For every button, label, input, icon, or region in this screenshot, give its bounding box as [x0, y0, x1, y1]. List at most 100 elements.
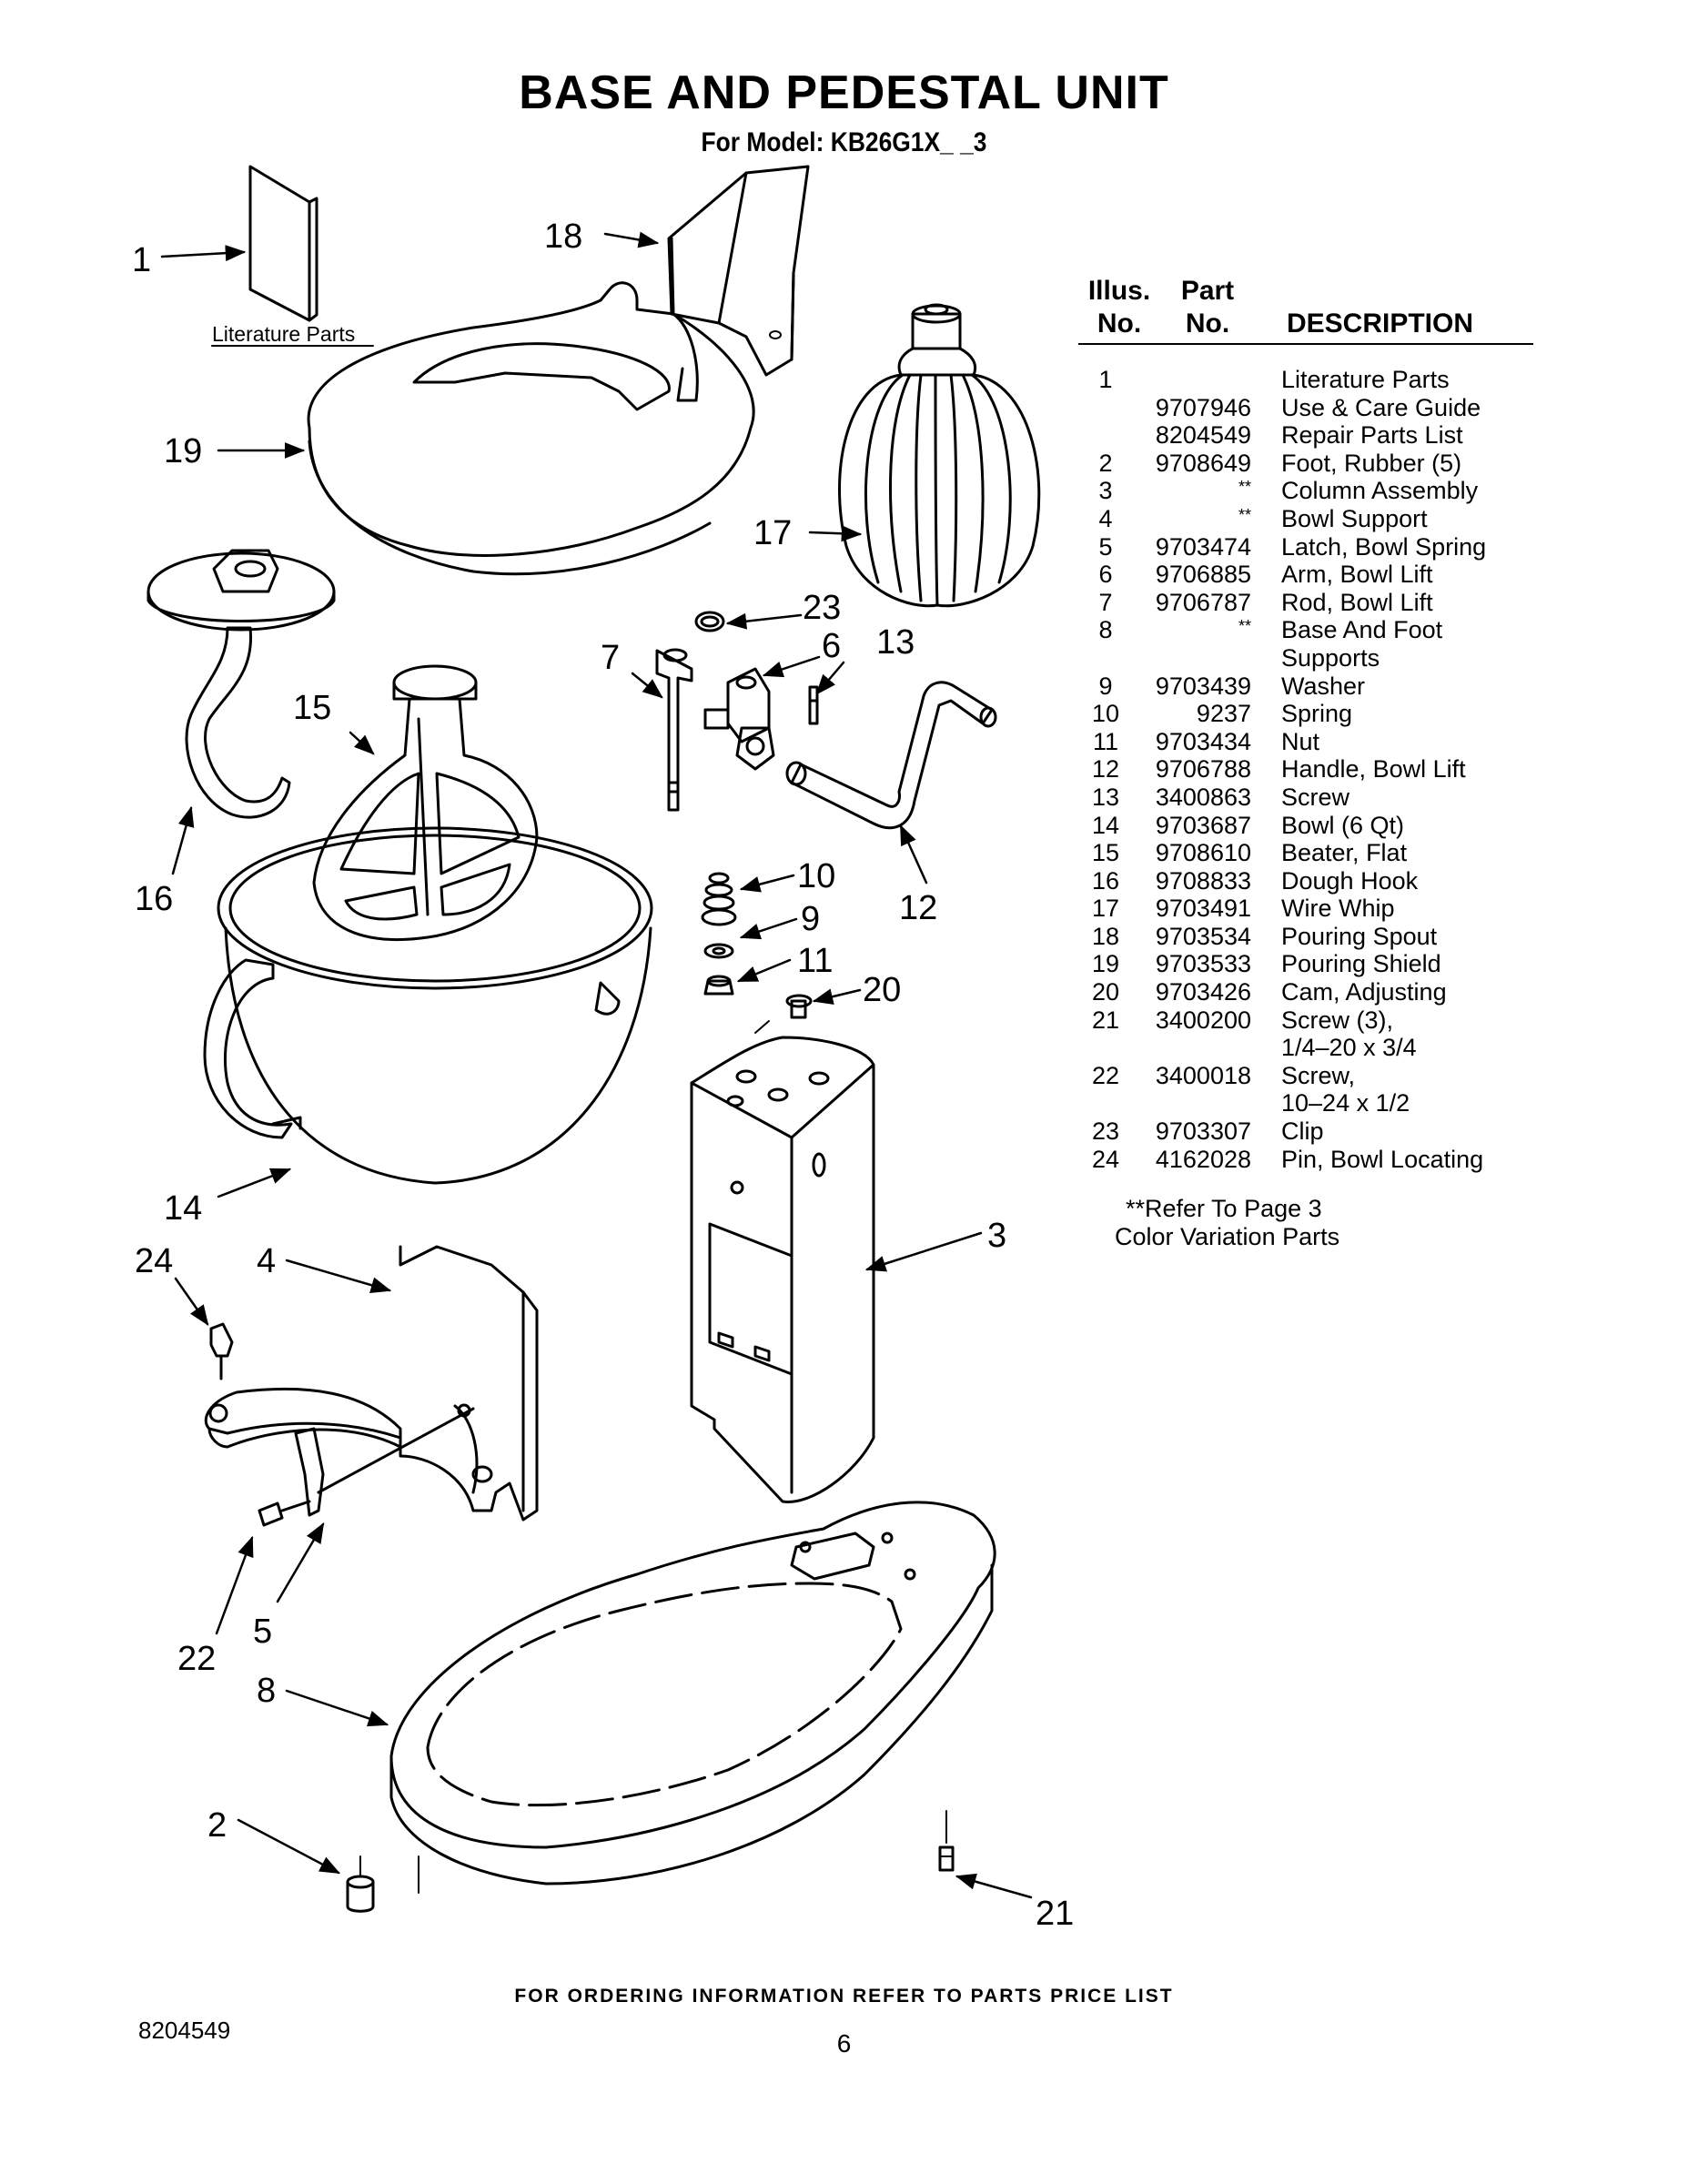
description-cell: Bowl Support: [1281, 504, 1428, 532]
table-row: 10–24 x 1/2: [1078, 1089, 1533, 1117]
illus-no-cell: 13: [1091, 783, 1120, 811]
callout-14: 14: [164, 1189, 202, 1228]
part-no-cell: 9703534: [1155, 922, 1251, 950]
illus-no-cell: 3: [1098, 477, 1113, 505]
bowl-lift-arm-drawing: [703, 667, 775, 771]
part-no-cell: 4162028: [1155, 1145, 1251, 1173]
table-row: 21 3400200 Screw (3),: [1078, 1006, 1533, 1035]
part-no-cell: 9703687: [1155, 811, 1251, 839]
callout-4: 4: [257, 1242, 276, 1280]
callout-23: 23: [803, 589, 841, 627]
description-cell: Screw (3),: [1281, 1006, 1394, 1034]
part-no-cell: 3400200: [1155, 1006, 1251, 1034]
callout-22: 22: [177, 1640, 216, 1678]
description-cell: Arm, Bowl Lift: [1281, 561, 1433, 589]
base-drawing: [389, 1501, 996, 1886]
description-cell: Base And Foot: [1281, 616, 1443, 644]
part-no-cell: **: [1238, 478, 1251, 497]
illus-no-cell: 18: [1091, 922, 1120, 950]
description-cell: Clip: [1281, 1117, 1324, 1146]
pouring-shield-drawing: [307, 281, 755, 576]
part-no-cell: 9706787: [1155, 588, 1251, 616]
bowl-drawing: [203, 826, 653, 1185]
part-no-cell: 9707946: [1155, 393, 1251, 421]
description-cell: Screw,: [1281, 1061, 1356, 1089]
part-no-cell: 9237: [1196, 700, 1251, 728]
description-cell: Washer: [1281, 672, 1366, 700]
column-assembly-drawing: [690, 1036, 875, 1503]
table-row: 8**Base And Foot: [1078, 616, 1533, 644]
color-variation-footnote: **Refer To Page 3 Color Variation Parts: [1115, 1195, 1340, 1250]
part-no-cell: 9703533: [1155, 950, 1251, 978]
header-part-no: Part No.: [1180, 276, 1235, 339]
illus-no-cell: 2: [1098, 449, 1113, 477]
part-no-cell: 9706885: [1155, 561, 1251, 589]
illus-no-cell: 24: [1091, 1145, 1120, 1173]
callout-numbers: 1 18 19 17 23 7 6 13 15 16 12 10 9 11 20…: [132, 217, 1074, 1933]
callout-13: 13: [876, 623, 915, 662]
part-no-cell: 9703426: [1155, 978, 1251, 1006]
illus-no-cell: 6: [1098, 561, 1113, 589]
illus-no-cell: 10: [1091, 700, 1120, 728]
header-illus-no: Illus. No.: [1087, 276, 1151, 339]
illus-no-cell: 21: [1091, 1006, 1120, 1034]
literature-parts-label: Literature Parts: [212, 322, 355, 346]
callout-1: 1: [132, 241, 151, 279]
description-cell: Beater, Flat: [1281, 839, 1408, 867]
illus-no-cell: 8: [1098, 616, 1113, 644]
illus-no-cell: 19: [1091, 950, 1120, 978]
page-title: BASE AND PEDESTAL UNIT: [519, 66, 1169, 119]
description-cell: 10–24 x 1/2: [1281, 1089, 1410, 1117]
callout-17: 17: [753, 514, 792, 552]
illus-no-cell: 20: [1091, 978, 1120, 1006]
description-cell: Pouring Spout: [1281, 922, 1438, 950]
table-row: 3**Column Assembly: [1078, 477, 1533, 505]
callout-6: 6: [822, 627, 841, 665]
model-subtitle: For Model: KB26G1X_ _3: [701, 127, 987, 157]
table-row: 19 9703533 Pouring Shield: [1078, 950, 1533, 978]
description-cell: Use & Care Guide: [1281, 393, 1481, 421]
spring-washer-nut-drawing: [701, 872, 737, 996]
illus-no-cell: 12: [1091, 755, 1120, 784]
callout-10: 10: [797, 857, 835, 895]
table-row: 1/4–20 x 3/4: [1078, 1034, 1533, 1062]
part-no-cell: 3400018: [1155, 1061, 1251, 1089]
description-cell: Pouring Shield: [1281, 950, 1441, 978]
screw-21-drawing: [938, 1810, 955, 1872]
description-cell: Rod, Bowl Lift: [1281, 588, 1433, 616]
callout-8: 8: [257, 1672, 276, 1710]
illus-no-cell: 5: [1098, 532, 1113, 561]
description-cell: Repair Parts List: [1281, 421, 1463, 450]
illus-no-cell: 22: [1091, 1061, 1120, 1089]
rubber-foot-drawing: [346, 1855, 419, 1913]
description-cell: Literature Parts: [1281, 366, 1450, 393]
illus-no-cell: 4: [1098, 504, 1113, 532]
callout-18: 18: [544, 217, 582, 256]
callout-12: 12: [899, 889, 937, 927]
callout-20: 20: [863, 971, 901, 1009]
illus-no-cell: 16: [1091, 866, 1120, 895]
description-cell: Bowl (6 Qt): [1281, 811, 1405, 839]
header-description: DESCRIPTION: [1287, 308, 1474, 339]
part-no-cell: 3400863: [1155, 783, 1251, 811]
callout-15: 15: [293, 689, 331, 727]
adjusting-cam-drawing: [754, 994, 813, 1034]
part-no-cell: 8204549: [1155, 421, 1251, 450]
table-row: 18 9703534 Pouring Spout: [1078, 923, 1533, 951]
bowl-lift-rod-drawing: [655, 648, 693, 812]
description-cell: Foot, Rubber (5): [1281, 449, 1462, 477]
description-cell: Nut: [1281, 727, 1320, 755]
